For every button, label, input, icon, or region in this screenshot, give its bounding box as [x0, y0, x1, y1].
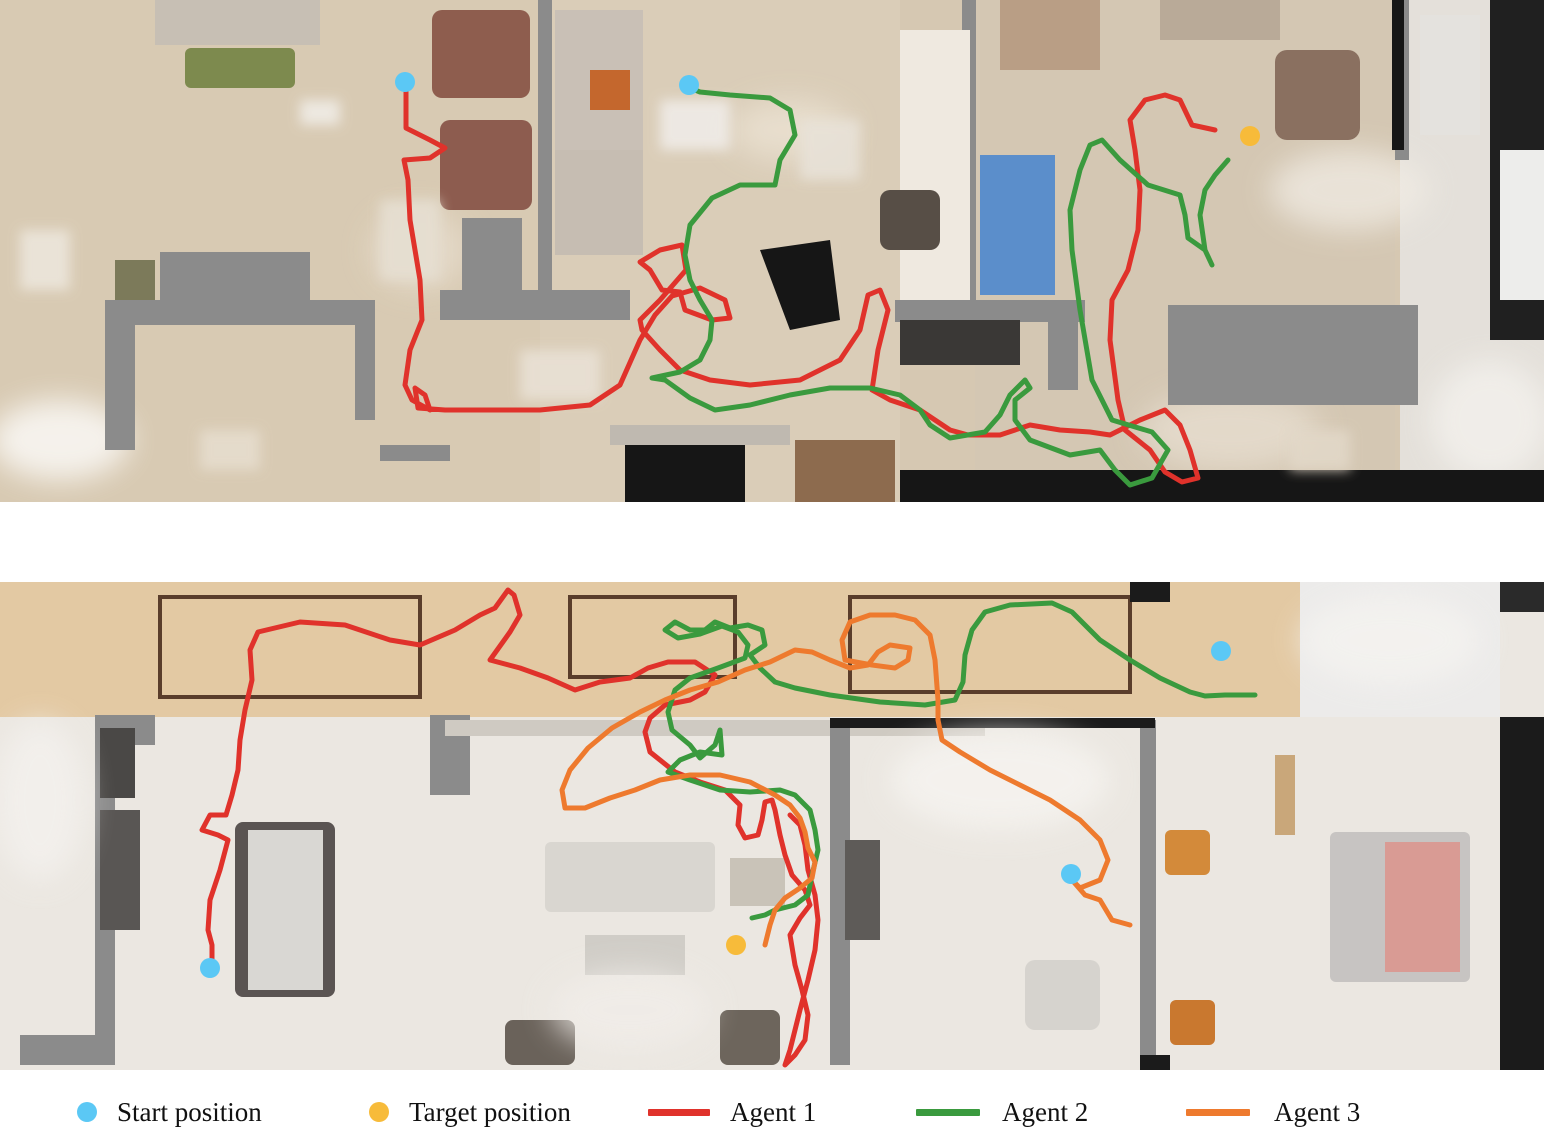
legend-label-agent1: Agent 1 [730, 1096, 817, 1127]
legend-item-start: Start position [77, 1082, 262, 1142]
target-marker [1240, 126, 1260, 146]
agent1-line-icon [648, 1108, 710, 1116]
bottom-map-canvas [0, 582, 1544, 1070]
blurred-regions [20, 100, 1350, 470]
legend-label-agent2: Agent 2 [1002, 1096, 1089, 1127]
dark-regions [830, 582, 1544, 1070]
walls [105, 0, 1418, 461]
top-map [0, 0, 1544, 502]
start-marker [395, 72, 415, 92]
agent1-path [199, 587, 821, 1068]
legend-item-agent3: Agent 3 [1186, 1082, 1360, 1142]
legend-item-agent1: Agent 1 [648, 1082, 816, 1142]
start-marker [1211, 641, 1231, 661]
wood-floor [0, 582, 1300, 717]
start-marker [200, 958, 220, 978]
start-marker [1061, 864, 1081, 884]
agent3-path [559, 612, 1133, 948]
legend-item-agent2: Agent 2 [916, 1082, 1088, 1142]
furniture [115, 0, 1544, 502]
target-position-icon [369, 1102, 389, 1122]
legend-item-target: Target position [369, 1082, 571, 1142]
start-marker [679, 75, 699, 95]
agent3-line-icon [1186, 1108, 1250, 1116]
agent2-line-icon [916, 1108, 980, 1116]
legend-label-start: Start position [117, 1096, 262, 1127]
top-map-canvas [0, 0, 1544, 502]
bottom-map [0, 582, 1544, 1070]
target-marker [726, 935, 746, 955]
legend-label-agent3: Agent 3 [1274, 1096, 1361, 1127]
start-position-icon [77, 1102, 97, 1122]
legend-label-target: Target position [409, 1096, 571, 1127]
agent2-path [649, 85, 1231, 488]
walls [20, 715, 1156, 1065]
legend: Start position Target position Agent 1 A… [0, 1082, 1544, 1144]
furniture [100, 728, 1470, 1065]
